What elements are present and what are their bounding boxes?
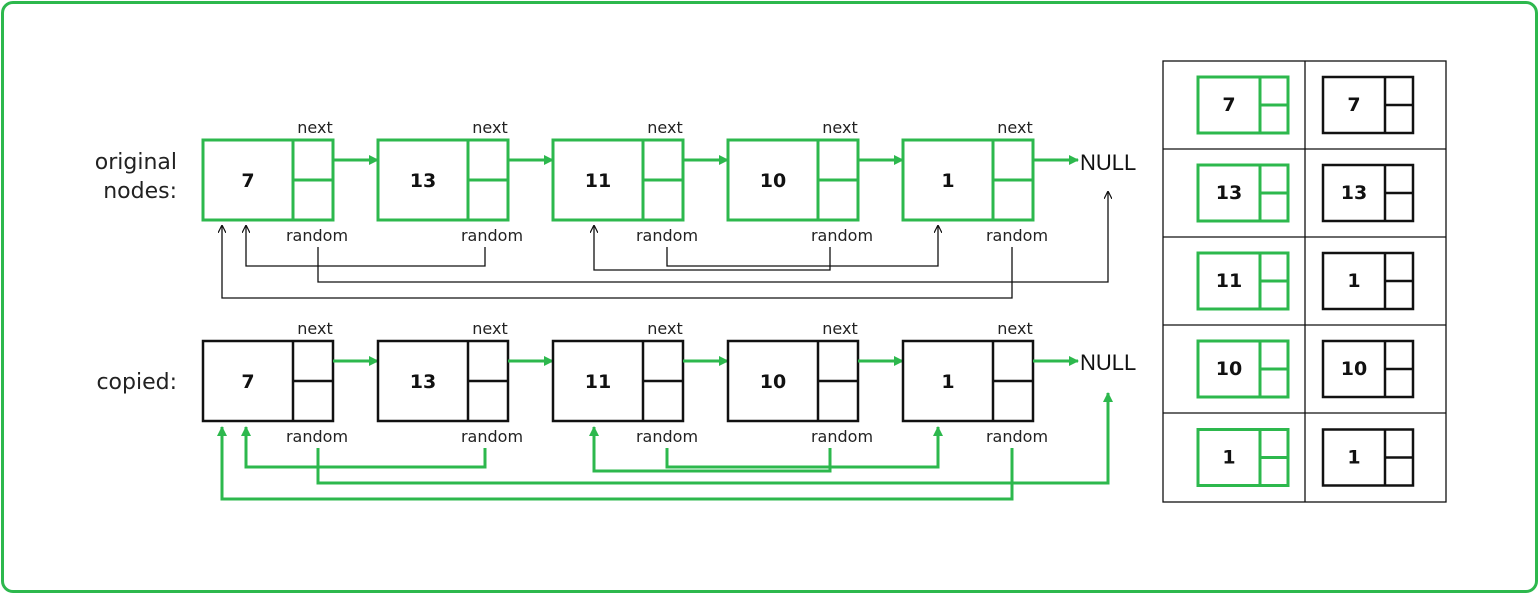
node-value: 11 bbox=[585, 170, 611, 192]
random-link-10-to-11 bbox=[594, 226, 831, 271]
mini-node-value: 1 bbox=[1347, 270, 1360, 292]
map-key-node: 1 bbox=[1196, 428, 1290, 487]
node-value: 10 bbox=[760, 371, 786, 393]
random-label: random bbox=[461, 427, 523, 446]
next-label: next bbox=[997, 319, 1032, 338]
copied-node-2: 13 next random bbox=[376, 319, 554, 446]
random-label: random bbox=[286, 226, 348, 245]
copied-null-label: NULL bbox=[1080, 350, 1136, 375]
map-key-node: 7 bbox=[1196, 75, 1290, 135]
mini-node-value: 13 bbox=[1216, 182, 1242, 204]
copied-node-5: 1 next random bbox=[901, 319, 1079, 446]
random-link-7-to-null bbox=[316, 392, 1113, 485]
node-value: 10 bbox=[760, 170, 786, 192]
original-row-label-line2: nodes: bbox=[103, 179, 177, 204]
random-label: random bbox=[986, 226, 1048, 245]
node-value: 7 bbox=[241, 170, 254, 192]
map-value-node: 10 bbox=[1321, 339, 1415, 399]
random-label: random bbox=[811, 427, 873, 446]
random-link-1-to-7 bbox=[217, 426, 1014, 501]
node-box bbox=[201, 339, 335, 423]
original-random-links bbox=[222, 192, 1108, 299]
mini-node-value: 13 bbox=[1341, 182, 1367, 204]
random-link-13-to-7 bbox=[241, 426, 487, 469]
random-link-11-to-1 bbox=[665, 426, 943, 469]
random-link-13-to-7 bbox=[246, 226, 486, 267]
node-value: 11 bbox=[585, 371, 611, 393]
mini-node-value: 7 bbox=[1222, 94, 1235, 116]
node-value: 1 bbox=[941, 371, 954, 393]
original-null-label: NULL bbox=[1080, 150, 1136, 175]
random-label: random bbox=[986, 427, 1048, 446]
next-label: next bbox=[472, 319, 507, 338]
next-label: next bbox=[472, 118, 507, 137]
next-label: next bbox=[297, 118, 332, 137]
original-node-2: 13 next random bbox=[376, 118, 554, 245]
original-nodes-group: 7 next random 13 next random 11 next random 10 nex… bbox=[201, 118, 1079, 245]
next-label: next bbox=[297, 319, 332, 338]
copied-row-label: copied: bbox=[96, 370, 177, 395]
node-box bbox=[726, 339, 860, 423]
random-link-10-to-11 bbox=[589, 426, 832, 473]
next-label: next bbox=[647, 319, 682, 338]
map-key-node: 13 bbox=[1196, 163, 1290, 223]
next-label: next bbox=[822, 319, 857, 338]
copied-node-4: 10 next random bbox=[726, 319, 904, 446]
random-label: random bbox=[286, 427, 348, 446]
random-label: random bbox=[461, 226, 523, 245]
map-value-node: 1 bbox=[1321, 428, 1415, 487]
original-node-4: 10 next random bbox=[726, 118, 904, 245]
map-value-node: 1 bbox=[1321, 251, 1415, 311]
mini-node-value: 1 bbox=[1222, 447, 1235, 469]
random-label: random bbox=[811, 226, 873, 245]
node-value: 1 bbox=[941, 170, 954, 192]
random-label: random bbox=[636, 226, 698, 245]
map-value-node: 13 bbox=[1321, 163, 1415, 223]
next-label: next bbox=[997, 118, 1032, 137]
node-value: 13 bbox=[410, 170, 436, 192]
copied-node-1: 7 next random bbox=[201, 319, 379, 446]
next-label: next bbox=[822, 118, 857, 137]
original-node-3: 11 next random bbox=[551, 118, 729, 245]
mini-node-value: 10 bbox=[1341, 358, 1367, 380]
next-label: next bbox=[647, 118, 682, 137]
map-key-node: 10 bbox=[1196, 339, 1290, 399]
mini-node-value: 11 bbox=[1216, 270, 1242, 292]
copied-node-3: 11 next random bbox=[551, 319, 729, 446]
original-node-1: 7 next random bbox=[201, 118, 379, 245]
original-row-label-line1: original bbox=[95, 150, 177, 175]
random-label: random bbox=[636, 427, 698, 446]
table-row: 13 13 bbox=[1196, 163, 1415, 223]
copied-nodes-group: 7 next random 13 next random 11 next random 10 nex… bbox=[201, 319, 1079, 446]
copied-random-links bbox=[217, 392, 1113, 501]
mini-node-value: 1 bbox=[1347, 447, 1360, 469]
node-value: 7 bbox=[241, 371, 254, 393]
map-key-node: 11 bbox=[1196, 251, 1290, 311]
table-row: 10 10 bbox=[1196, 339, 1415, 399]
node-value: 13 bbox=[410, 371, 436, 393]
map-value-node: 7 bbox=[1321, 75, 1415, 135]
random-link-11-to-1 bbox=[666, 226, 938, 267]
mini-node-value: 10 bbox=[1216, 358, 1242, 380]
random-link-7-to-null bbox=[317, 192, 1108, 283]
random-link-1-to-7 bbox=[222, 226, 1013, 299]
mini-node-value: 7 bbox=[1347, 94, 1360, 116]
original-node-5: 1 next random bbox=[901, 118, 1079, 245]
